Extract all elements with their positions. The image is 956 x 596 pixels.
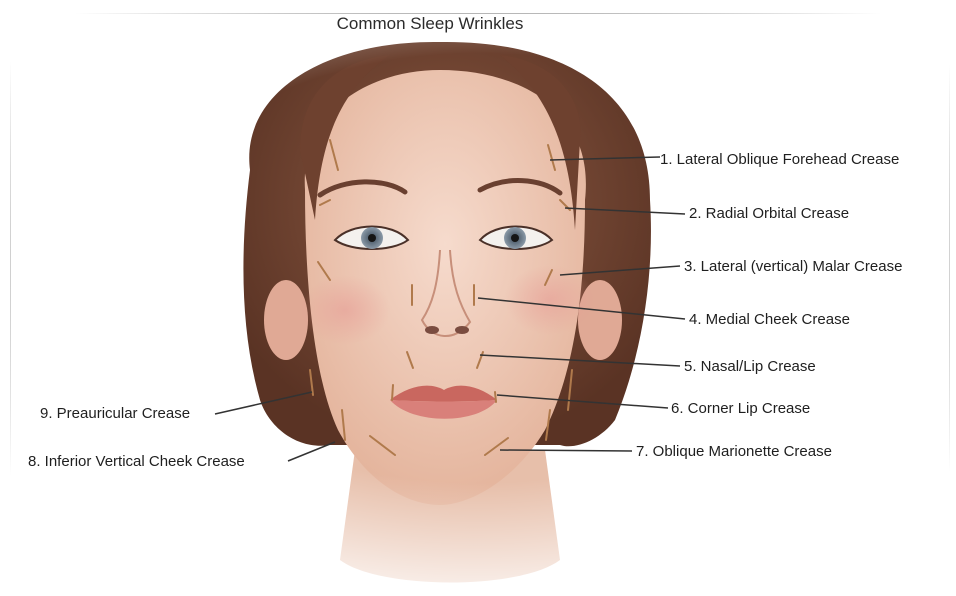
label-radial-orbital-crease: 2. Radial Orbital Crease xyxy=(689,205,849,223)
label-medial-cheek-crease: 4. Medial Cheek Crease xyxy=(689,311,850,329)
label-lateral-oblique-forehead-crease: 1. Lateral Oblique Forehead Crease xyxy=(660,151,899,169)
label-corner-lip-crease: 6. Corner Lip Crease xyxy=(671,400,810,418)
label-nasal-lip-crease: 5. Nasal/Lip Crease xyxy=(684,358,816,376)
label-lateral-vertical-malar-crease: 3. Lateral (vertical) Malar Crease xyxy=(684,258,902,276)
label-inferior-vertical-cheek-crease: 8. Inferior Vertical Cheek Crease xyxy=(28,453,245,471)
label-oblique-marionette-crease: 7. Oblique Marionette Crease xyxy=(636,443,832,461)
page-title: Common Sleep Wrinkles xyxy=(300,14,560,34)
label-preauricular-crease: 9. Preauricular Crease xyxy=(40,405,190,423)
